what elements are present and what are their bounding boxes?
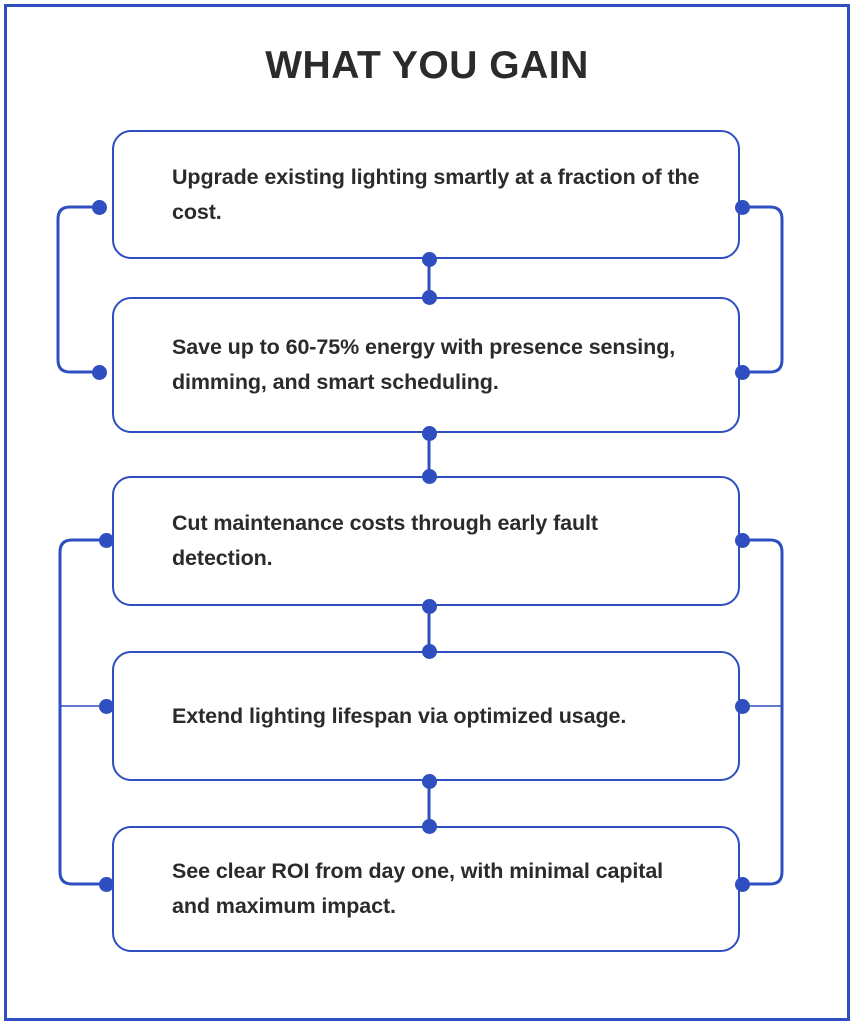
connector-dot xyxy=(91,364,107,380)
list-item[interactable]: Save up to 60-75% energy with presence s… xyxy=(112,297,740,433)
connector-dot xyxy=(421,289,437,305)
connector-dot xyxy=(421,468,437,484)
connector-dot xyxy=(421,773,437,789)
connector-dot xyxy=(734,199,750,215)
node-text: See clear ROI from day one, with minimal… xyxy=(172,859,664,918)
connector-dot xyxy=(421,251,437,267)
connector-dot xyxy=(734,876,750,892)
list-item[interactable]: Cut maintenance costs through early faul… xyxy=(112,476,740,606)
connector-dot xyxy=(421,425,437,441)
list-item[interactable]: Upgrade existing lighting smartly at a f… xyxy=(112,130,740,259)
connector-dot xyxy=(91,199,107,215)
connector-dot xyxy=(421,818,437,834)
page-title: WHAT YOU GAIN xyxy=(265,44,589,87)
connector-dot xyxy=(734,698,750,714)
connector-dot xyxy=(98,876,114,892)
connector-dot xyxy=(98,698,114,714)
node-text: Extend lighting lifespan via optimized u… xyxy=(172,703,627,728)
connector-dot xyxy=(98,532,114,548)
list-item[interactable]: See clear ROI from day one, with minimal… xyxy=(112,826,740,952)
connector-dot xyxy=(734,532,750,548)
list-item[interactable]: Extend lighting lifespan via optimized u… xyxy=(112,651,740,781)
node-text: Upgrade existing lighting smartly at a f… xyxy=(172,164,700,224)
connector-dot xyxy=(421,643,437,659)
node-text: Save up to 60-75% energy with presence s… xyxy=(172,335,676,394)
connector-dot xyxy=(421,598,437,614)
node-text: Cut maintenance costs through early faul… xyxy=(172,511,598,570)
connector-dot xyxy=(734,364,750,380)
